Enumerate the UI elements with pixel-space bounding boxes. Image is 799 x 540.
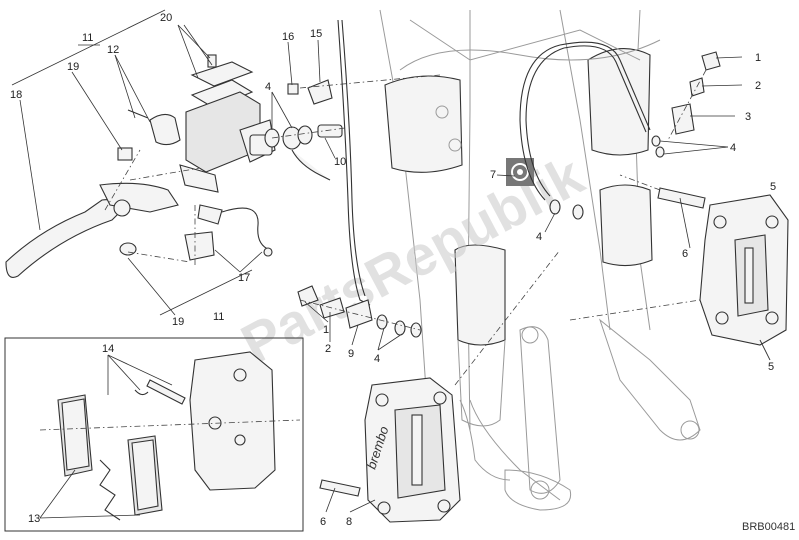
brake-hose-left: [337, 19, 371, 306]
watermark: PartsRepublik: [231, 143, 594, 376]
brake-hose-right: [519, 44, 561, 201]
callout-2: 2: [755, 80, 761, 92]
callout-4d: 4: [374, 353, 380, 365]
inset-frame: [4, 337, 304, 532]
callout-4: 4: [265, 81, 271, 93]
callout-14: 14: [102, 343, 114, 355]
watermark-text: PartsRepublik: [231, 143, 594, 376]
bleed-valve-set-lower: [297, 285, 422, 338]
callout-11: 11: [82, 32, 93, 44]
callout-11b: 11: [213, 311, 224, 323]
callout-6b: 6: [320, 516, 326, 528]
callout-4c: 4: [536, 231, 542, 243]
callout-2b: 2: [325, 343, 331, 355]
callout-19: 19: [67, 61, 79, 73]
callout-10: 10: [334, 156, 346, 168]
callout-16: 16: [282, 31, 294, 43]
callout-labels: 11 12 19 18 20 16 15 4 10 17 19 11 1 2 3…: [10, 12, 776, 528]
leader-lines: [19, 24, 771, 519]
callout-19b: 19: [172, 316, 184, 328]
callout-1b: 1: [323, 324, 329, 336]
callout-20: 20: [160, 12, 172, 24]
caliper-right: [569, 174, 789, 346]
drawing-code: BRB00481: [742, 521, 795, 533]
callout-13: 13: [28, 513, 40, 525]
callout-15: 15: [310, 28, 322, 40]
bleed-valve-set-upper: [651, 51, 721, 158]
brake-pads-inset: [4, 337, 304, 532]
callout-5: 5: [770, 181, 776, 193]
master-cylinder-assembly: [5, 9, 441, 316]
callout-17: 17: [238, 272, 250, 284]
callout-4b: 4: [730, 142, 736, 154]
callout-9: 9: [348, 348, 354, 360]
washer: [572, 204, 584, 220]
callout-12: 12: [107, 44, 119, 56]
callout-1: 1: [755, 52, 761, 64]
washer: [549, 199, 561, 215]
callout-6: 6: [682, 248, 688, 260]
callout-8: 8: [346, 516, 352, 528]
caliper-lower: brembo: [319, 249, 561, 523]
callout-3: 3: [745, 111, 751, 123]
fork-assembly: [379, 9, 701, 511]
callout-18: 18: [10, 89, 22, 101]
callout-7: 7: [490, 169, 496, 181]
callout-5b: 5: [768, 361, 774, 373]
gear-icon: [506, 158, 534, 186]
